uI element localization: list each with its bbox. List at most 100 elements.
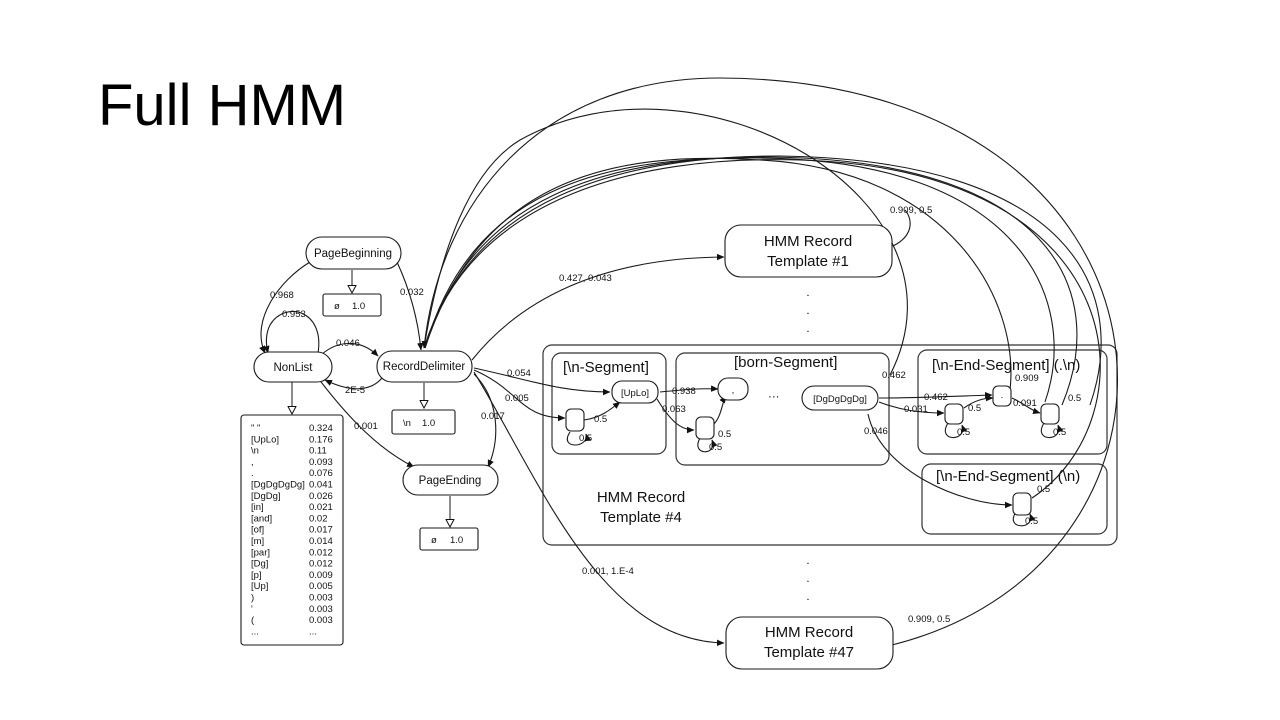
nonlist-row-prob: 0.026 — [309, 491, 333, 502]
nonlist-row-prob: 0.003 — [309, 604, 333, 615]
label-dg-exit-top: 0.462 — [882, 370, 906, 381]
nonlist-row-symbol: . — [251, 468, 254, 479]
label-dg-endn: 0.046 — [864, 426, 888, 437]
pb-to-rd-edge — [396, 261, 424, 351]
dgdgdgdg-label: [DgDgDgDg] — [813, 394, 867, 405]
loop-edge-5 — [424, 155, 1102, 406]
loop-edge-6 — [423, 159, 1101, 499]
nonlist-row-prob: 0.02 — [309, 513, 328, 524]
label-rd-nonlist: 2E-5 — [345, 385, 365, 396]
label-nonlist-self: 0.953 — [282, 309, 306, 320]
nonlist-row-symbol: \n — [251, 446, 259, 457]
nonlist-node — [253, 351, 333, 383]
nonlist-row-prob: 0.012 — [309, 547, 333, 558]
loop-edge-1 — [423, 108, 908, 376]
rd-to-pe-edge — [473, 373, 497, 468]
label-dot-next: 0.091 — [1013, 398, 1037, 409]
pe-emission-symbol: ø — [431, 535, 437, 546]
label-endn-self: 0.5 — [1025, 516, 1038, 527]
vdots-upper-3: . — [806, 323, 809, 335]
label-rd-t47: 0.001, 1.E-4 — [582, 566, 634, 577]
vdots-upper-1: . — [806, 287, 809, 299]
label-rd-t1: 0.427, 0.043 — [559, 273, 612, 284]
label-rd-seg2: 0.005 — [505, 393, 529, 404]
nonlist-row-prob: 0.093 — [309, 457, 333, 468]
nonlist-row-prob: 0.324 — [309, 423, 333, 434]
template4-label-line1: HMM Record — [597, 489, 685, 506]
label-pb-nonlist: 0.968 — [270, 290, 294, 301]
nonlist-row-symbol: [DgDg] — [251, 491, 281, 502]
template47-node — [725, 616, 894, 670]
nonlist-row-prob: 0.041 — [309, 480, 333, 491]
nonlist-row-symbol: ) — [251, 593, 254, 604]
rd-to-nonlist-edge — [324, 377, 383, 390]
nonlist-row-symbol: ... — [251, 626, 259, 637]
rd-to-nseg-edge — [473, 369, 566, 422]
label-rd-pe: 0.017 — [481, 411, 505, 422]
nonlist-row-symbol: [Dg] — [251, 559, 268, 570]
label-uplo-lower: 0.063 — [662, 404, 686, 415]
rd-emission-prob: 1.0 — [422, 418, 435, 429]
label-dot-out: 0.909 — [1015, 373, 1039, 384]
nonlist-row-prob: 0.003 — [309, 593, 333, 604]
n-end-n-label: [\n-End-Segment] (\n) — [936, 468, 1080, 485]
nonlist-row-symbol: [p] — [251, 570, 262, 581]
endn-node — [1012, 492, 1032, 516]
page-beginning-label: PageBeginning — [314, 248, 392, 260]
born-low-self-edge — [697, 437, 718, 453]
rd-emission-symbol: \n — [403, 418, 411, 429]
nonlist-row-symbol: [DgDgDgDg] — [251, 480, 305, 491]
pb-emission-symbol: ø — [334, 301, 340, 312]
vdots-lower-3: . — [806, 591, 809, 603]
record-delimiter-label: RecordDelimiter — [383, 361, 466, 373]
rd-emission-box — [391, 409, 456, 435]
nonlist-row-symbol: [and] — [251, 513, 272, 524]
pb-emission-box — [322, 293, 382, 317]
pe-emission-box — [419, 527, 479, 551]
pb-emission-prob: 1.0 — [352, 301, 365, 312]
label-born-low-self: 0.5 — [709, 442, 722, 453]
label-end1-self: 0.5 — [957, 427, 970, 438]
record-delimiter-node — [376, 350, 473, 383]
nseg-self-edge — [566, 431, 591, 446]
loop-edge-t47 — [421, 77, 1118, 646]
template1-node — [724, 224, 893, 278]
born-low-node — [695, 416, 715, 440]
template4-label-line2: Template #4 — [600, 509, 682, 526]
nonlist-row-prob: 0.021 — [309, 502, 333, 513]
label-born-low-out: 0.5 — [718, 429, 731, 440]
vdots-lower-1: . — [806, 555, 809, 567]
pb-to-nonlist-edge — [259, 261, 311, 354]
end1-node — [944, 403, 964, 425]
nonlist-row-prob: 0.003 — [309, 615, 333, 626]
dgdgdgdg-node — [801, 385, 879, 411]
uplo-label: [UpLo] — [621, 388, 649, 399]
comma-label: , — [732, 385, 735, 396]
template47-line2: Template #47 — [764, 644, 854, 661]
page-beginning-node — [305, 236, 402, 270]
label-nonlist-pe: 0.001 — [354, 421, 378, 432]
slide-title: Full HMM — [98, 73, 347, 138]
template47-line1: HMM Record — [765, 624, 853, 641]
dg-to-endn-edge — [867, 413, 1013, 509]
label-end2-self: 0.5 — [1053, 427, 1066, 438]
uplo-to-lower-edge — [656, 398, 695, 434]
dot-to-end2-edge — [1011, 397, 1041, 415]
template1-line1: HMM Record — [764, 233, 852, 250]
t1-back-edge — [892, 209, 911, 247]
nonlist-row-symbol: ' — [251, 604, 253, 615]
nonlist-row-symbol: [par] — [251, 547, 270, 558]
nonlist-row-prob: 0.009 — [309, 570, 333, 581]
ellipsis-label: ··· — [768, 391, 780, 403]
nonlist-row-symbol: ( — [251, 615, 255, 626]
n-end-dot-label: [\n-End-Segment] (.\n) — [932, 357, 1080, 374]
rd-to-t1-edge — [471, 253, 725, 361]
end2-self-edge — [1040, 422, 1064, 438]
rd-to-t47-edge — [473, 371, 725, 647]
born-segment-label: [born-Segment] — [734, 354, 837, 371]
label-rd-seg: 0.054 — [507, 368, 531, 379]
page-ending-label: PageEnding — [419, 475, 482, 487]
nonlist-row-prob: 0.012 — [309, 559, 333, 570]
nonlist-row-prob: 0.176 — [309, 434, 333, 445]
